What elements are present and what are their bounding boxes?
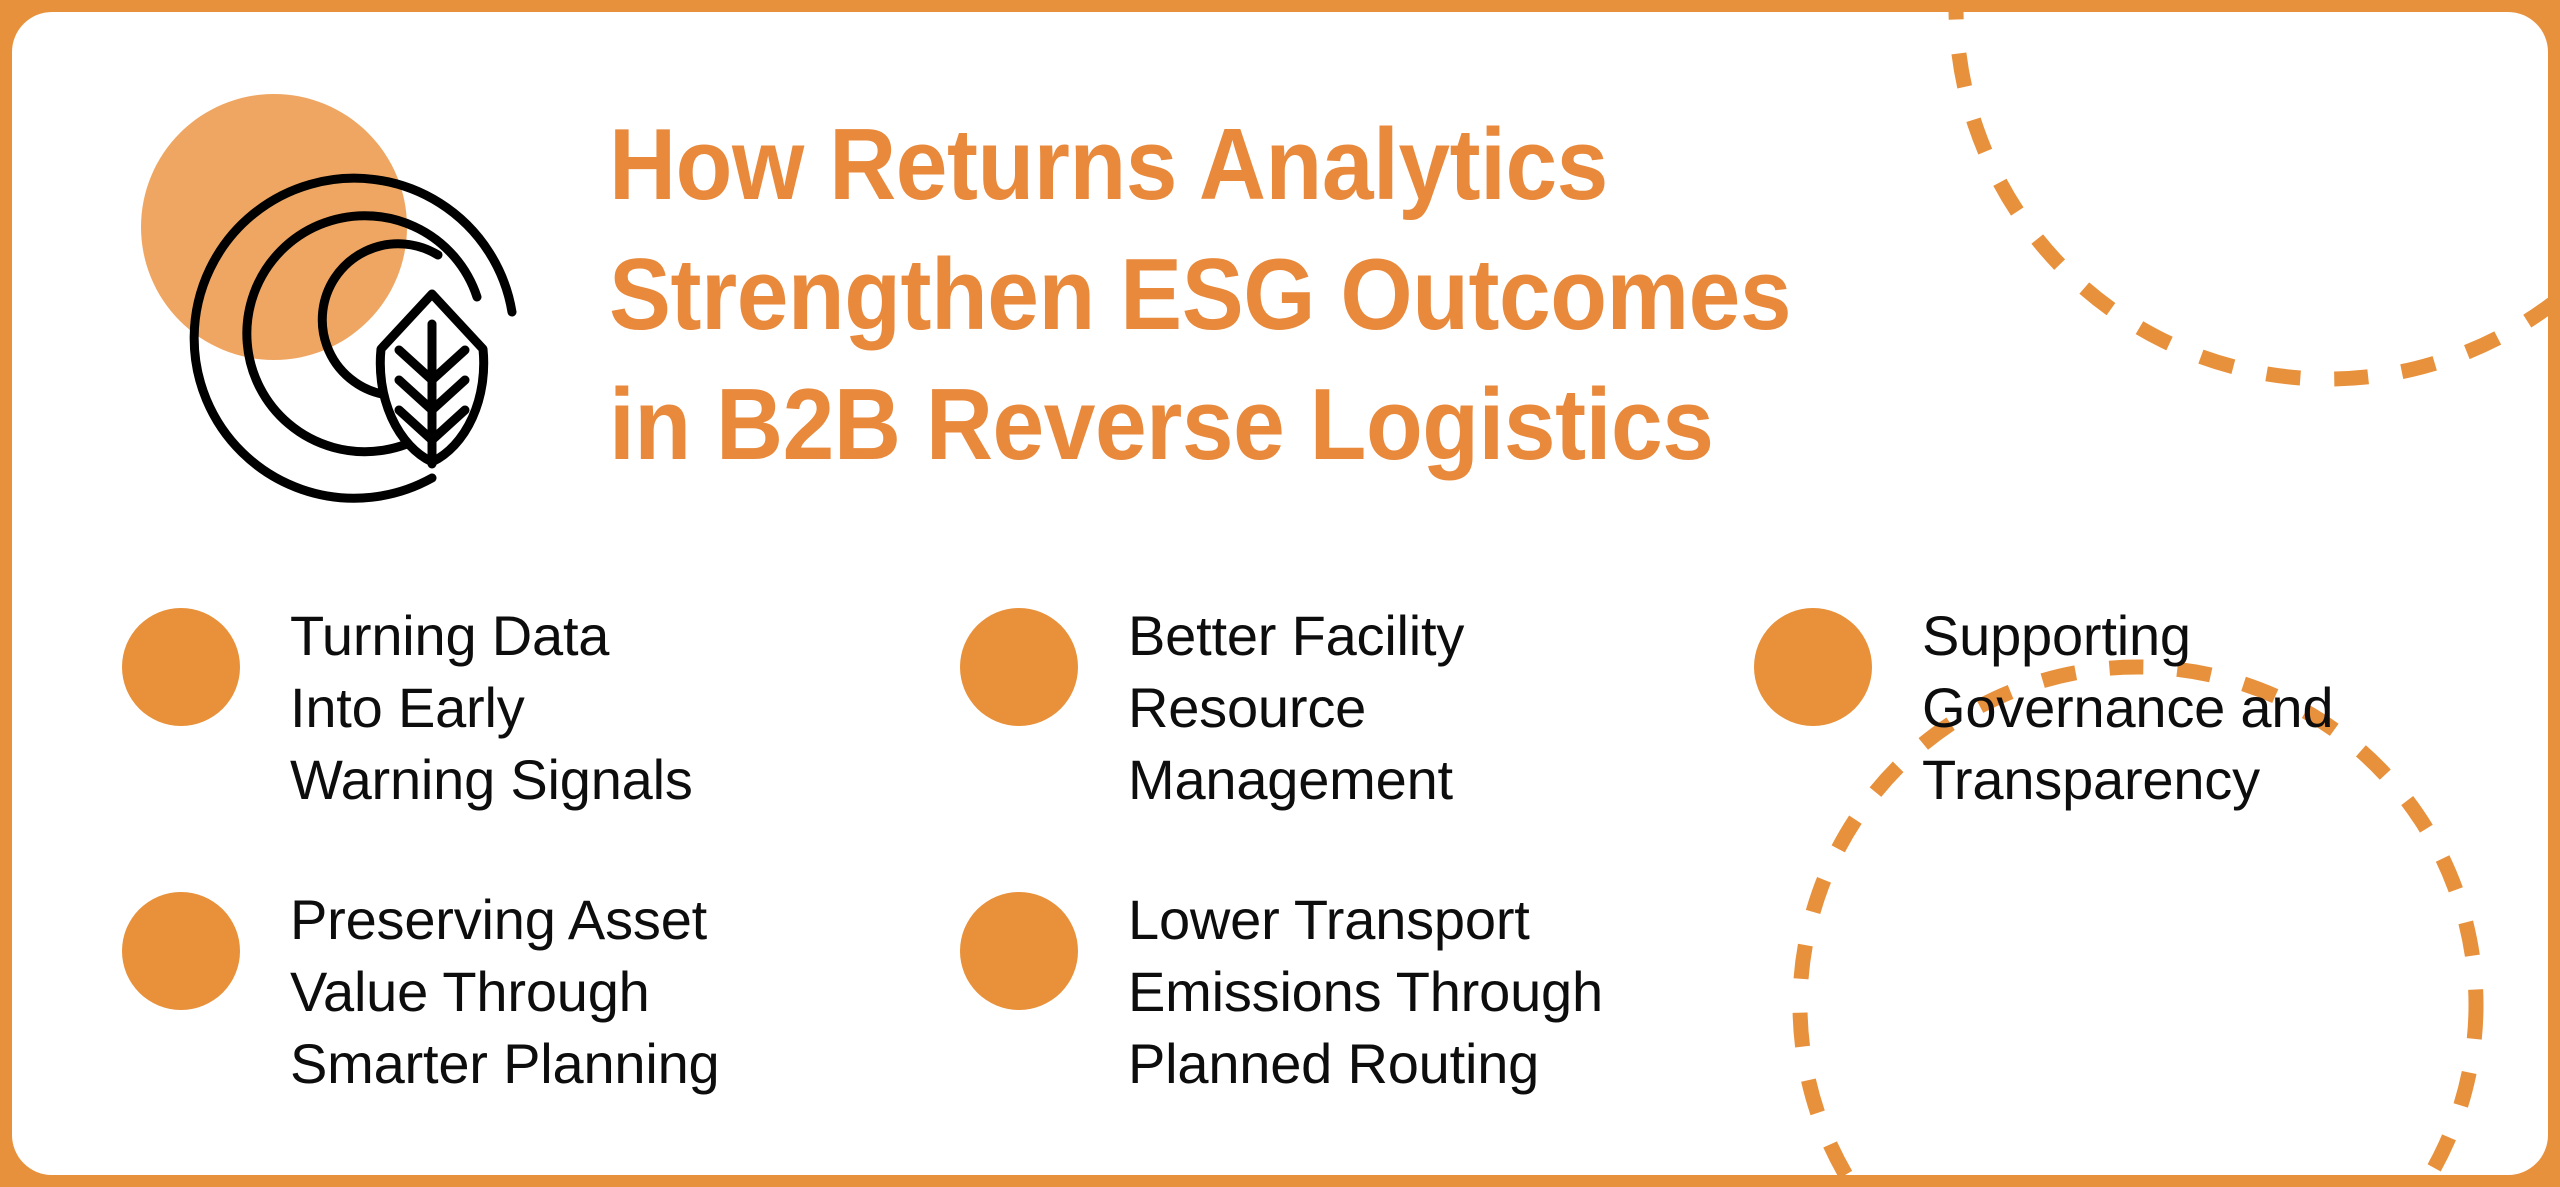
- benefit-label: Better Facility Resource Management: [1128, 604, 1465, 811]
- header: How Returns Analytics Strengthen ESG Out…: [12, 12, 2548, 552]
- sustainable-returns-leaf-logo-icon: [141, 94, 517, 503]
- bullet-circle-icon: [960, 892, 1078, 1010]
- benefit-label: Preserving Asset Value Through Smarter P…: [290, 888, 720, 1095]
- page-title: How Returns Analytics Strengthen ESG Out…: [609, 109, 1792, 481]
- benefit-item-turning-data-into-early-warning-signals[interactable]: Turning Data Into Early Warning Signals: [122, 600, 693, 816]
- benefit-item-better-facility-resource-management[interactable]: Better Facility Resource Management: [960, 600, 1464, 816]
- bullet-circle-icon: [122, 892, 240, 1010]
- bullet-circle-icon: [1754, 608, 1872, 726]
- logo-backdrop-circle: [141, 94, 407, 360]
- card-surface: How Returns Analytics Strengthen ESG Out…: [12, 12, 2548, 1175]
- bullet-circle-icon: [960, 608, 1078, 726]
- benefit-label: Supporting Governance and Transparency: [1922, 604, 2334, 811]
- bullet-circle-icon: [122, 608, 240, 726]
- benefit-item-preserving-asset-value-through-smarter-planning[interactable]: Preserving Asset Value Through Smarter P…: [122, 884, 720, 1100]
- benefit-item-lower-transport-emissions-through-planned-routing[interactable]: Lower Transport Emissions Through Planne…: [960, 884, 1603, 1100]
- benefit-label: Lower Transport Emissions Through Planne…: [1128, 888, 1603, 1095]
- benefit-item-supporting-governance-and-transparency[interactable]: Supporting Governance and Transparency: [1754, 600, 2333, 816]
- benefit-label: Turning Data Into Early Warning Signals: [290, 604, 693, 811]
